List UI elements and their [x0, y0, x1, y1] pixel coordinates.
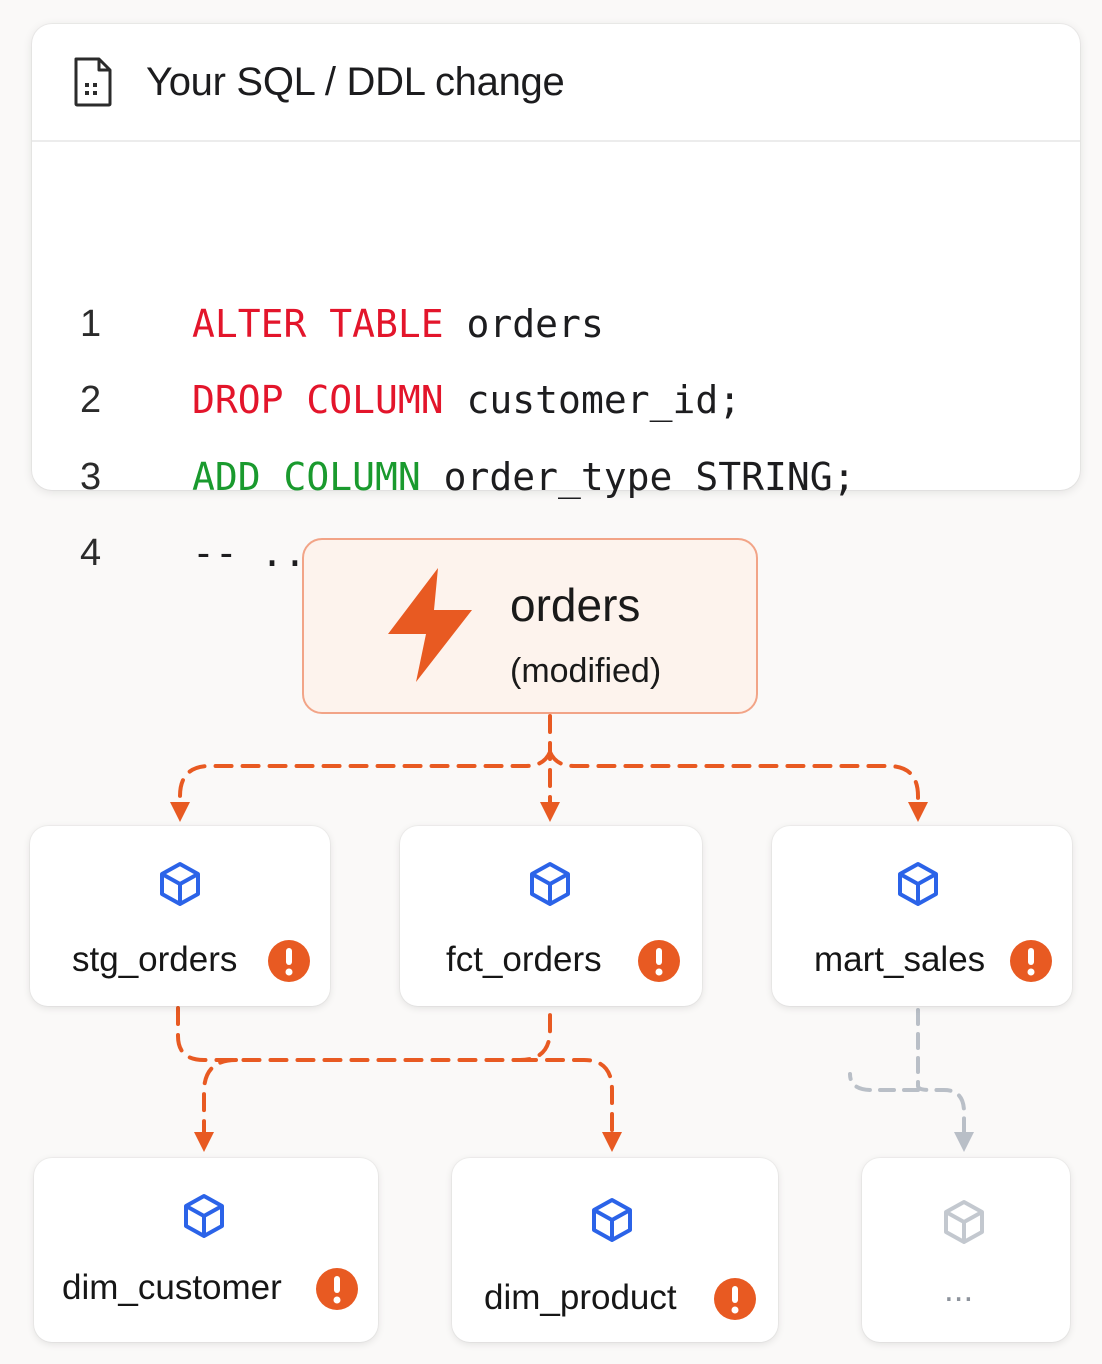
sql-panel-header: Your SQL / DDL change: [32, 24, 1080, 142]
sql-panel-title: Your SQL / DDL change: [146, 59, 565, 104]
cube-icon: [160, 862, 200, 906]
node-dim-customer[interactable]: dim_customer: [34, 1158, 378, 1342]
edge-to-dim-customer: [194, 1058, 238, 1152]
cube-icon: [898, 862, 938, 906]
code-keyword: ALTER TABLE: [192, 302, 444, 346]
root-node-status: (modified): [510, 652, 662, 690]
document-icon: [74, 57, 112, 107]
lightning-bolt-icon: [388, 568, 472, 682]
edge-to-dim-product: [518, 1058, 622, 1152]
warning-icon: [714, 1278, 756, 1320]
cube-icon: [592, 1198, 632, 1242]
cube-icon: [944, 1200, 984, 1244]
sql-change-panel: Your SQL / DDL change 1 ALTER TABLE orde…: [32, 24, 1080, 575]
code-text: orders: [443, 302, 604, 346]
root-node-name: orders: [510, 579, 641, 631]
node-label: fct_orders: [446, 940, 602, 979]
cube-icon: [184, 1194, 224, 1238]
line-number: 1: [80, 302, 102, 345]
node-label: ...: [944, 1270, 974, 1309]
edge-stg-orders-merge: [176, 1006, 552, 1062]
code-text: customer_id;: [443, 378, 742, 422]
code-text: order_type STRING;: [420, 455, 856, 499]
warning-icon: [268, 940, 310, 982]
warning-icon: [316, 1268, 358, 1310]
edge-mart-sales-downstream: [916, 1008, 974, 1152]
code-keyword: ADD COLUMN: [192, 455, 421, 499]
node-label: stg_orders: [72, 940, 238, 979]
root-node-orders[interactable]: orders (modified): [302, 538, 758, 714]
line-number: 4: [80, 531, 102, 574]
cube-icon: [530, 862, 570, 906]
edge-orders-to-stg-orders: [170, 750, 552, 822]
node-label: dim_customer: [62, 1268, 282, 1307]
edge-mart-sales-branch: [848, 1072, 920, 1092]
node-more[interactable]: ...: [862, 1158, 1070, 1342]
warning-icon: [1010, 940, 1052, 982]
line-number: 3: [80, 455, 102, 498]
warning-icon: [638, 940, 680, 982]
edge-orders-to-mart-sales: [548, 750, 928, 822]
node-label: mart_sales: [814, 940, 986, 979]
line-number: 2: [80, 378, 102, 421]
node-label: dim_product: [484, 1278, 677, 1317]
node-fct-orders[interactable]: fct_orders: [400, 826, 702, 1006]
node-dim-product[interactable]: dim_product: [452, 1158, 778, 1342]
code-keyword: DROP COLUMN: [192, 378, 444, 422]
node-stg-orders[interactable]: stg_orders: [30, 826, 330, 1006]
node-mart-sales[interactable]: mart_sales: [772, 826, 1072, 1006]
